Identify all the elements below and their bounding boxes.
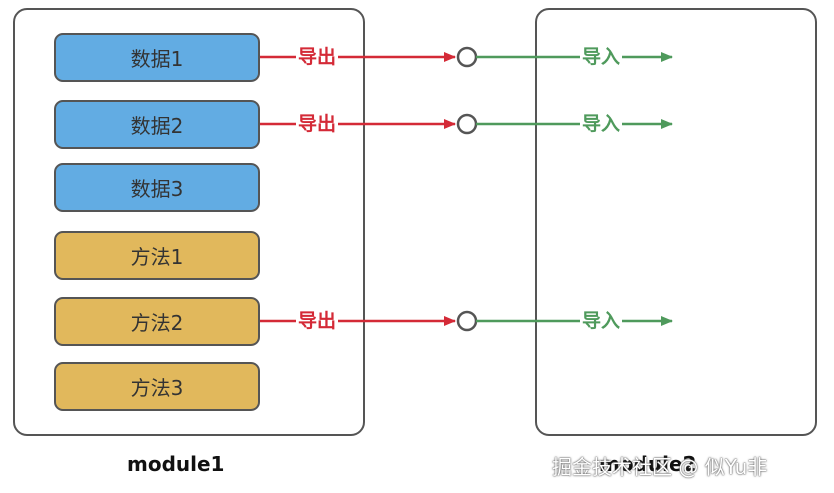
method2-item: 方法2 xyxy=(54,297,260,346)
watermark: 掘金技术社区 @ 似Yu非 xyxy=(552,455,768,479)
import-label-1: 导入 xyxy=(580,46,623,68)
interface-node-1 xyxy=(456,46,478,68)
data2-item: 数据2 xyxy=(54,100,260,149)
method1-item: 方法1 xyxy=(54,231,260,280)
interface-node-3 xyxy=(456,310,478,332)
data3-item: 数据3 xyxy=(54,163,260,212)
import-label-3: 导入 xyxy=(580,310,623,332)
import-label-2: 导入 xyxy=(580,113,623,135)
module1-label: module1 xyxy=(127,452,225,476)
method3-item: 方法3 xyxy=(54,362,260,411)
data1-item: 数据1 xyxy=(54,33,260,82)
export-label-1: 导出 xyxy=(296,46,339,68)
export-label-2: 导出 xyxy=(296,113,339,135)
module2-label: module2 xyxy=(599,452,697,476)
export-label-3: 导出 xyxy=(296,310,339,332)
interface-node-2 xyxy=(456,113,478,135)
module2-box xyxy=(535,8,817,436)
